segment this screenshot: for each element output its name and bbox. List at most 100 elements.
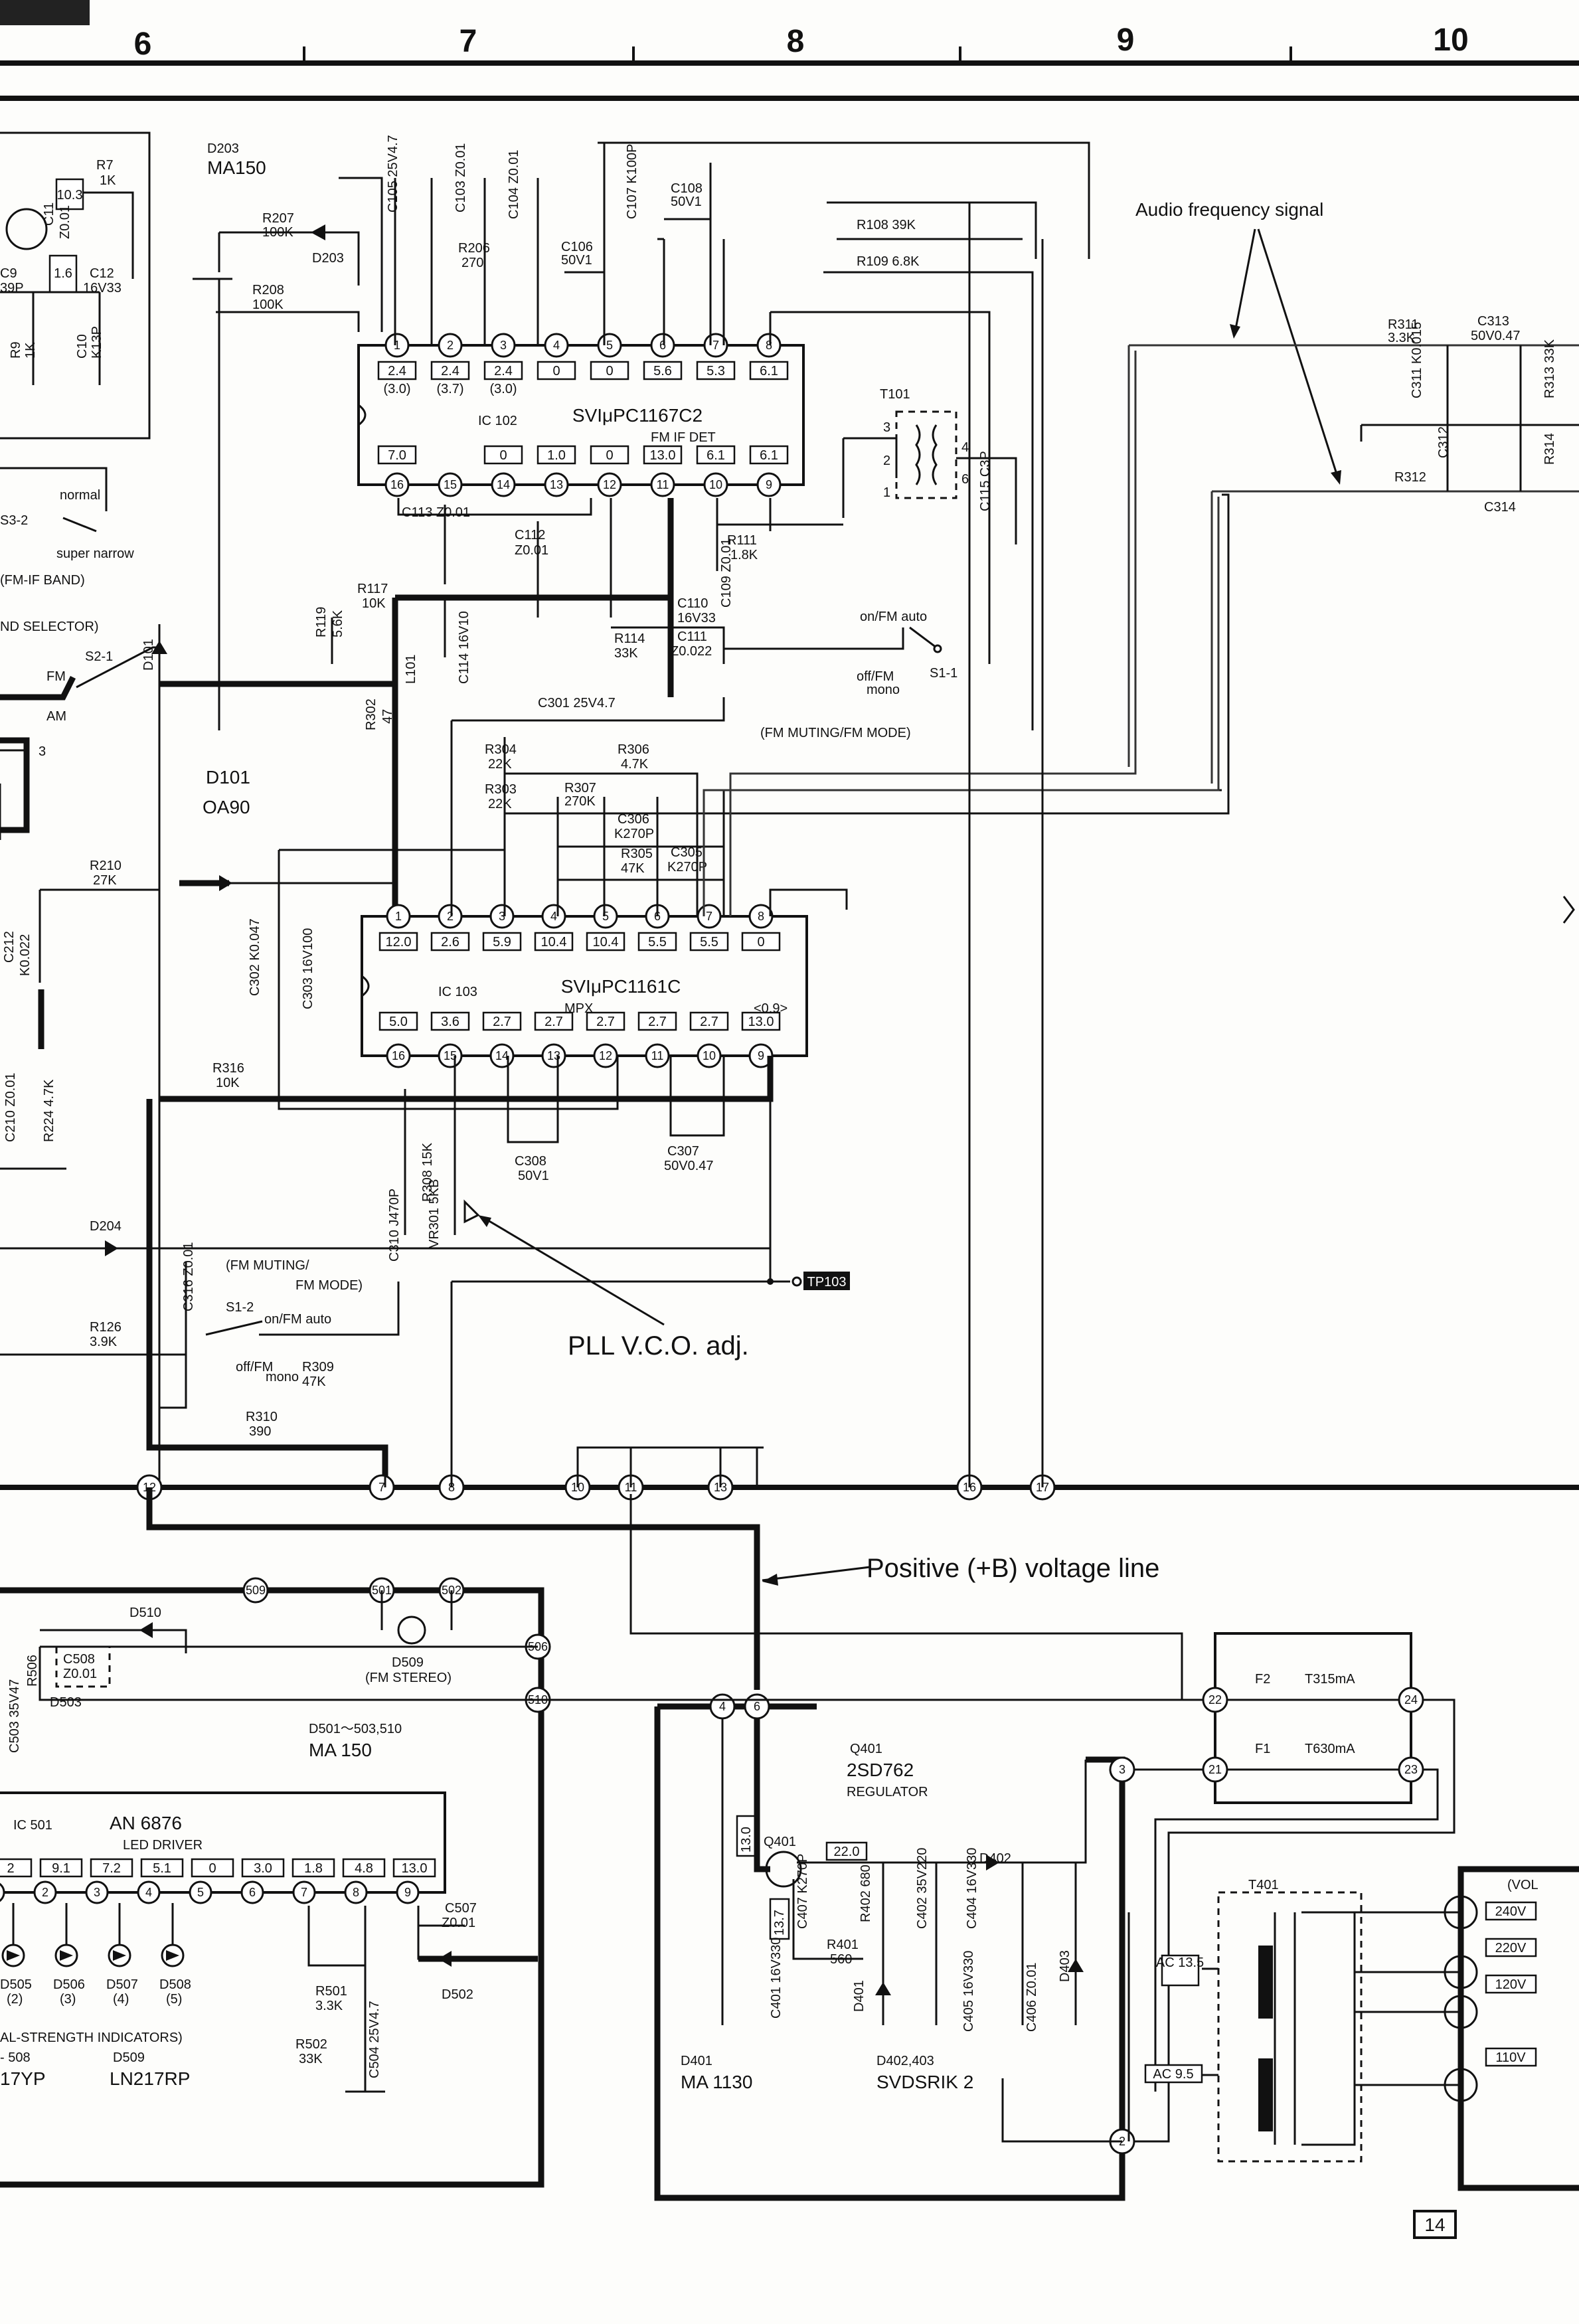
r111-value: 1.8K <box>730 548 758 562</box>
bus-connector-number: 7 <box>378 1481 385 1494</box>
c109-label: C109 Z0.01 <box>719 538 734 608</box>
ic103-bottom-pin-number: 12 <box>599 1049 612 1062</box>
connector-4: 4 <box>719 1700 726 1713</box>
led-position-label: (2) <box>7 1992 23 2007</box>
ic103-top-pin-number: 8 <box>758 910 764 923</box>
ic501-pin-number: 7 <box>301 1886 307 1899</box>
r501-label: R501 <box>315 1984 347 1999</box>
ic102-bottom-voltage-box <box>696 445 736 465</box>
r309-value: 47K <box>302 1374 326 1389</box>
switch-s1-1-label: S1-1 <box>930 666 957 681</box>
ic103-top-pin <box>541 904 566 929</box>
ic102-bottom-voltage-box <box>483 445 523 465</box>
r302-value: 47 <box>380 709 395 724</box>
fm-muting-mode-label: (FM MUTING/FM MODE) <box>760 726 911 740</box>
ic102-bottom-pin <box>703 472 728 497</box>
c508-value: Z0.01 <box>63 1667 97 1681</box>
r310-label: R310 <box>246 1410 278 1424</box>
ic501-voltage: 7.2 <box>102 1861 121 1876</box>
oa90-label: OA90 <box>203 797 250 817</box>
c402-label: C402 35V220 <box>915 1848 930 1929</box>
c314-label: C314 <box>1484 500 1516 515</box>
r314-label: R314 <box>1542 433 1557 465</box>
r306-label: R306 <box>618 742 649 757</box>
column-number-9: 9 <box>1117 23 1135 58</box>
r305-label: R305 <box>621 847 653 861</box>
voltage-220v: 220V <box>1495 1941 1527 1955</box>
d401-label: D401 <box>852 1980 867 2012</box>
ic103-bottom-pin-number: 11 <box>651 1049 664 1062</box>
r402-label: R402 680 <box>859 1865 873 1922</box>
c306-label: C306 <box>618 812 649 827</box>
ic102-top-voltage: 2.4 <box>388 364 406 378</box>
c503-label: C503 35V47 <box>7 1679 22 1753</box>
ic102-bottom-pin-number: 16 <box>390 478 404 491</box>
c306-value: K270P <box>614 827 654 841</box>
power-transformer: T401 AC 13.5 AC 9.5 <box>1127 1878 1461 2163</box>
connector-509: 509 <box>246 1584 266 1597</box>
ic501-voltage-box <box>342 1858 386 1878</box>
svg-text:4: 4 <box>961 440 969 455</box>
fuse-block: 22 21 24 23 F2 T315mA F1 T630mA <box>538 1494 1455 2143</box>
ic103-bottom-voltage: 13.0 <box>748 1015 774 1029</box>
ic102-bottom-pin <box>650 472 675 497</box>
c106-label: C106 <box>561 240 593 254</box>
c113-label: C113 Z0.01 <box>402 505 470 520</box>
d402-label: D402 <box>979 1851 1011 1866</box>
r304-label: R304 <box>485 742 517 757</box>
ic103-bottom-voltage: 3.6 <box>441 1015 459 1029</box>
ic102-top-pin <box>756 333 782 358</box>
ic103-top-voltage: 0 <box>757 935 764 950</box>
svg-text:6: 6 <box>961 472 969 487</box>
c406-label: C406 Z0.01 <box>1025 1962 1039 2032</box>
c111-label: C111 <box>677 629 707 644</box>
ic102-alt-voltage: (3.7) <box>436 382 463 396</box>
fm-stereo-label: (FM STEREO) <box>365 1671 452 1685</box>
switch-off-fm-label: off/FM <box>857 669 894 684</box>
ic103-bottom-pin <box>541 1043 566 1068</box>
ic102-alt-voltage: (3.0) <box>489 382 517 396</box>
c310-label: C310 J470P <box>387 1189 402 1262</box>
ic102-bottom-voltage-box <box>590 445 629 465</box>
voltage-120v: 120V <box>1495 1977 1527 1992</box>
positive-voltage-line-annotation: Positive (+B) voltage line <box>867 1554 1159 1583</box>
connector-6: 6 <box>754 1700 760 1713</box>
ic103-bottom-voltage-box <box>637 1011 677 1031</box>
ic501-voltage-box <box>241 1858 285 1878</box>
r309-label: R309 <box>302 1360 334 1374</box>
ic501-pin <box>189 1880 212 1904</box>
led-ref-label: D505 <box>0 1977 32 1992</box>
ic501-pin <box>0 1882 5 1902</box>
ic501-voltage: 1.8 <box>304 1861 323 1876</box>
q401b-label: Q401 <box>764 1835 796 1849</box>
ic102-top-pin <box>491 333 516 358</box>
led-indicator-icon <box>161 1944 185 1967</box>
ic102-bottom-voltage: 6.1 <box>760 448 778 463</box>
ic103-bottom-pin-number: 14 <box>495 1049 509 1062</box>
bus-connector <box>369 1474 395 1501</box>
r311-value: 3.3K <box>1388 331 1416 345</box>
d203-top-label: D203 <box>207 141 239 156</box>
ic103-top-pin-number: 3 <box>499 910 505 923</box>
r7-value: 1K <box>100 173 116 188</box>
front-end-block: 10.3 1.6 R7 1K C11 Z0.01 C12 16V33 C9 39… <box>0 131 151 440</box>
led-ref-label: D507 <box>106 1977 138 1992</box>
ic103-bottom-voltage: 2.7 <box>648 1015 667 1029</box>
ic102-ref: IC 102 <box>478 414 517 428</box>
audio-output-section: Audio frequency signal R311 3.3K C313 50… <box>703 199 1579 924</box>
led-driver-section: 509 501 502 506 510 D510 D509 (FM STEREO… <box>0 1577 551 2188</box>
led-ref-label: D506 <box>53 1977 85 1992</box>
r9-label: R9 <box>9 341 23 359</box>
band-switch-area: normal S3-2 super narrow (FM-IF BAND) ND… <box>0 467 159 833</box>
c407-label: C407 K270P <box>795 1854 810 1929</box>
tp103-label: TP103 <box>807 1275 847 1289</box>
c507-label: C507 <box>445 1901 477 1916</box>
c12-label: C12 <box>90 266 114 281</box>
c305-label: C305 <box>671 845 703 860</box>
c105-label: C105 25V4.7 <box>386 135 400 212</box>
ic102-bottom-pin-number: 15 <box>444 478 457 491</box>
ic103-bottom-voltage-box <box>378 1011 418 1031</box>
ic102-top-voltage-box <box>643 361 683 380</box>
